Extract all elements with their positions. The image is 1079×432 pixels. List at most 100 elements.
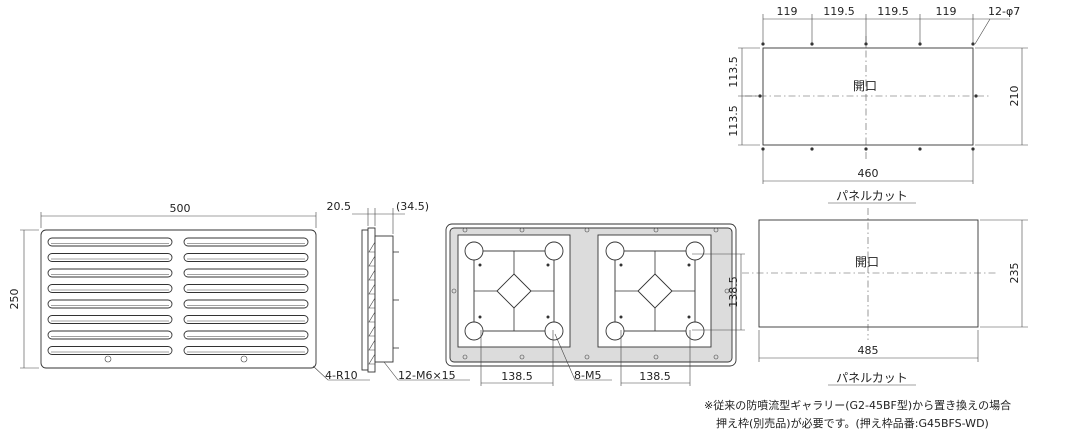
- frame-hole: [462, 227, 468, 233]
- radius-leader: [312, 365, 370, 381]
- grille-screw-hole: [478, 315, 482, 319]
- grille-screw-hole: [478, 263, 482, 267]
- mounting-holes: [758, 42, 978, 151]
- frame-hole: [713, 227, 719, 233]
- grille-corner-notch: [605, 241, 625, 261]
- panel-cutout-bottom: 開口 235 485 パネルカット: [742, 208, 1028, 386]
- hole-leader: [974, 18, 991, 45]
- louver-slat: [183, 268, 309, 278]
- mounting-hole: [918, 147, 922, 151]
- grille-screw-hole: [546, 315, 550, 319]
- grille-screw-hole: [687, 315, 691, 319]
- side-body: [374, 235, 394, 363]
- front-width-dim: 500: [170, 202, 191, 215]
- front-height-dim: 250: [8, 289, 21, 310]
- frame-hole: [724, 288, 730, 294]
- back-screw-label: 8-M5: [574, 369, 601, 382]
- mounting-hole: [971, 147, 975, 151]
- grille-screw-hole: [687, 263, 691, 267]
- louver-slat: [183, 284, 309, 293]
- louver-slat: [47, 346, 173, 355]
- side-flange: [361, 229, 369, 371]
- cutout-top-rect: [762, 47, 974, 146]
- louver-slat: [47, 237, 173, 247]
- grille-screw-hole: [619, 315, 623, 319]
- hole-spacing-2: 119.5: [823, 5, 855, 18]
- screw-leader: [383, 361, 470, 381]
- side-view: 20.5 (34.5) 12-M6×15: [327, 200, 470, 382]
- louver-slat: [183, 253, 309, 262]
- frame-hole: [713, 354, 719, 360]
- grille-corner-notch: [685, 321, 705, 341]
- grille-diamond: [496, 273, 532, 309]
- side-louver-edge: [368, 269, 376, 281]
- left-dim-upper: 113.5: [727, 56, 740, 88]
- louver-slat: [47, 330, 173, 340]
- corner-radius-label: 4-R10: [325, 369, 358, 382]
- louver-slat: [183, 299, 309, 309]
- panel-cutout-top: 開口 119 119.5 119.5 119 12-φ7 113.5 113.5…: [727, 5, 1028, 204]
- cutout-bottom-rect: [758, 219, 979, 328]
- side-louver-edge: [368, 311, 376, 323]
- note-line-1: ※従来の防噴流型ギャラリー(G2-45BF型)から置き換えの場合: [704, 398, 1011, 412]
- side-louver-edge: [368, 297, 376, 309]
- frame-hole: [653, 227, 659, 233]
- hole-spacing-3: 119.5: [877, 5, 909, 18]
- cutout-bottom-width-dim: 485: [858, 344, 879, 357]
- grille-screw-hole: [546, 263, 550, 267]
- louver-slat: [183, 237, 309, 247]
- cutout-bottom-opening-label: 開口: [855, 255, 879, 269]
- back-view: 138.5 138.5 138.5 8-M5: [445, 223, 745, 386]
- side-screw-label: 12-M6×15: [398, 369, 456, 382]
- cutout-top-width-dim: 460: [858, 167, 879, 180]
- side-louver-edge: [368, 255, 376, 267]
- cutout-top-caption: パネルカット: [836, 189, 908, 203]
- louver-slat: [47, 253, 173, 262]
- side-louver-edge: [368, 339, 376, 351]
- grille-patterns: [464, 241, 705, 341]
- cutout-top-height-dim: 210: [1008, 86, 1021, 107]
- cutout-bottom-height-dim: 235: [1008, 263, 1021, 284]
- frame-hole: [451, 288, 457, 294]
- louver-slat: [47, 268, 173, 278]
- back-screw-leader: [554, 333, 612, 381]
- side-louver-edge: [368, 283, 376, 295]
- note-line-2: 押え枠(別売品)が必要です。(押え枠品番:G45BFS-WD): [716, 416, 989, 430]
- grille-corner-notch: [605, 321, 625, 341]
- louver-slats: [47, 237, 309, 355]
- mounting-hole: [761, 147, 765, 151]
- hole-label: 12-φ7: [988, 5, 1020, 18]
- louver-slat: [183, 346, 309, 355]
- hole-spacing-1: 119: [777, 5, 798, 18]
- grille-corner-notch: [464, 321, 484, 341]
- side-louver-edge: [368, 241, 376, 253]
- frame-hole: [584, 227, 590, 233]
- grille-corner-notch: [544, 241, 564, 261]
- hole-spacing-4: 119: [936, 5, 957, 18]
- louver-slat: [47, 315, 173, 324]
- side-screws: [393, 251, 399, 349]
- frame-holes: [451, 227, 730, 360]
- louver-slat: [47, 284, 173, 293]
- frame-hole: [653, 354, 659, 360]
- grille-corner-notch: [544, 321, 564, 341]
- cutout-bottom-caption: パネルカット: [836, 371, 908, 385]
- grille-corner-notch: [685, 241, 705, 261]
- mounting-hole: [974, 94, 978, 98]
- louver-slat: [183, 315, 309, 324]
- back-spacing-right: 138.5: [639, 370, 671, 383]
- frame-hole: [519, 354, 525, 360]
- mounting-hole: [810, 147, 814, 151]
- frame-hole: [519, 227, 525, 233]
- frame-hole: [584, 354, 590, 360]
- screw-head-left: [104, 355, 112, 363]
- side-louver-edge: [368, 353, 376, 365]
- side-louver-edges: [368, 241, 376, 365]
- grille-diamond: [637, 273, 673, 309]
- mounting-hole: [864, 147, 868, 151]
- side-depth-dim: 20.5: [327, 200, 352, 213]
- side-depth-ref-dim: (34.5): [396, 200, 429, 213]
- front-view: 500 250 4-R10: [8, 202, 370, 382]
- cutout-top-opening-label: 開口: [853, 79, 877, 93]
- back-spacing-left: 138.5: [501, 370, 533, 383]
